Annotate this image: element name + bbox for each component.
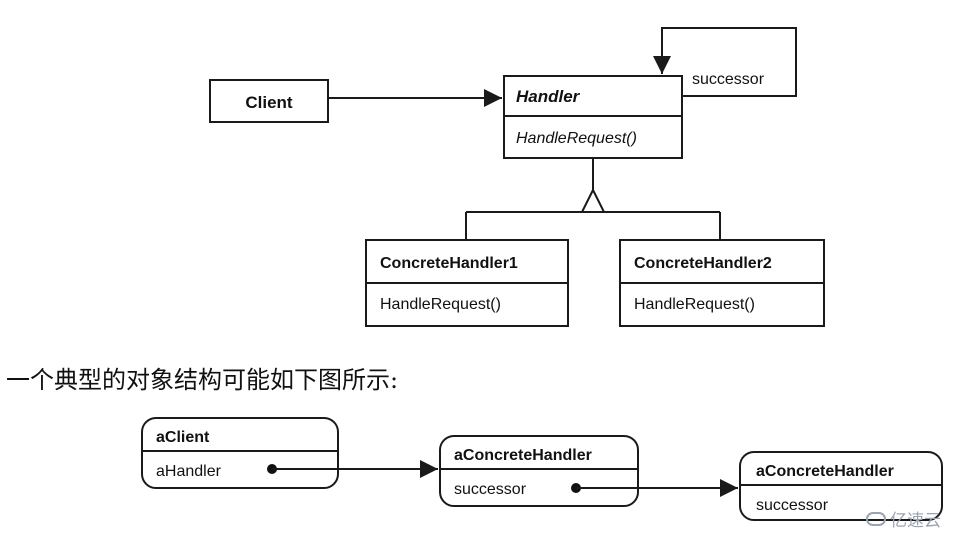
client-class-name: Client	[245, 93, 293, 112]
cloud-logo-icon	[866, 511, 886, 526]
watermark: 亿速云	[866, 506, 941, 531]
inheritance-connector	[465, 158, 721, 240]
a-concrete-handler-object-1: aConcreteHandler successor	[439, 435, 639, 507]
a-client-object: aClient aHandler	[141, 417, 339, 489]
a-concrete-handler-1-name: aConcreteHandler	[454, 447, 592, 464]
client-class: Client	[209, 79, 329, 123]
successor-self-association	[653, 27, 797, 97]
a-concrete-handler-object-2: aConcreteHandler successor	[739, 451, 943, 521]
concrete-handler-1-class: ConcreteHandler1 HandleRequest()	[365, 239, 569, 327]
watermark-text: 亿速云	[890, 511, 941, 531]
a-client-field: aHandler	[156, 463, 222, 480]
a-concrete-handler-2-name: aConcreteHandler	[756, 463, 894, 480]
concrete-handler-2-name: ConcreteHandler2	[634, 255, 772, 272]
concrete-handler-1-method: HandleRequest()	[380, 296, 501, 313]
concrete-handler-2-class: ConcreteHandler2 HandleRequest()	[619, 239, 825, 327]
object-structure-caption: 一个典型的对象结构可能如下图所示:	[6, 366, 399, 394]
a-concrete-handler-1-field: successor	[454, 481, 527, 498]
a-concrete-handler-2-field: successor	[756, 497, 829, 514]
handler-method: HandleRequest()	[516, 130, 637, 147]
inheritance-triangle	[580, 187, 606, 213]
concrete-handler-1-name: ConcreteHandler1	[380, 255, 518, 272]
concrete-handler-2-method: HandleRequest()	[634, 296, 755, 313]
handler-class: Handler HandleRequest()	[503, 75, 683, 159]
handler-class-name: Handler	[516, 87, 581, 106]
successor-association-label: successor	[692, 71, 765, 88]
a-client-name: aClient	[156, 429, 210, 446]
